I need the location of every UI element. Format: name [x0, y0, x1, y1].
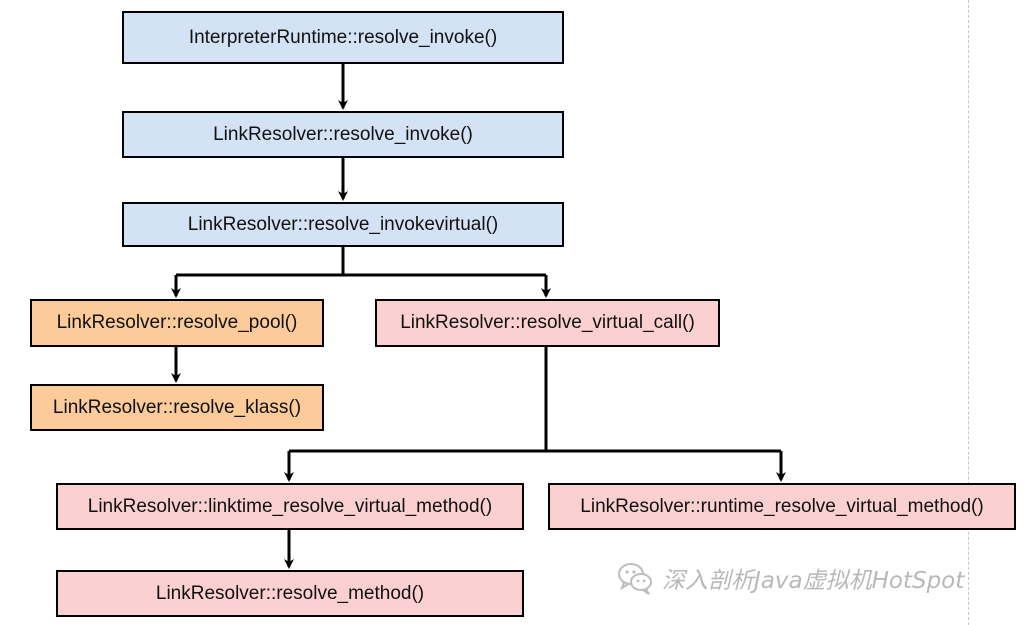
- node-label: LinkResolver::resolve_pool(): [56, 312, 298, 333]
- node-link-resolve-pool: LinkResolver::resolve_pool(): [30, 299, 324, 347]
- node-label: LinkResolver::resolve_method(): [155, 582, 425, 604]
- node-link-resolve-invoke: LinkResolver::resolve_invoke(): [122, 111, 564, 158]
- node-link-linktime-resolve-virtual-method: LinkResolver::linktime_resolve_virtual_m…: [56, 483, 524, 530]
- watermark: 深入剖析Java虚拟机HotSpot: [616, 559, 964, 597]
- node-label: LinkResolver::linktime_resolve_virtual_m…: [87, 495, 493, 517]
- node-link-runtime-resolve-virtual-method: LinkResolver::runtime_resolve_virtual_me…: [548, 483, 1016, 530]
- node-label: LinkResolver::resolve_virtual_call(): [400, 312, 695, 333]
- node-link-resolve-klass: LinkResolver::resolve_klass(): [30, 384, 324, 431]
- node-link-resolve-virtual-call: LinkResolver::resolve_virtual_call(): [375, 299, 720, 347]
- wechat-icon: [618, 563, 652, 595]
- node-label: LinkResolver::runtime_resolve_virtual_me…: [580, 495, 984, 517]
- node-link-resolve-method: LinkResolver::resolve_method(): [56, 570, 524, 617]
- node-label: LinkResolver::resolve_invokevirtual(): [187, 213, 499, 235]
- watermark-text: 深入剖析Java虚拟机HotSpot: [662, 568, 965, 594]
- node-label: InterpreterRuntime::resolve_invoke(): [188, 26, 498, 48]
- node-label: LinkResolver::resolve_klass(): [52, 396, 302, 418]
- node-interpreter-resolve-invoke: InterpreterRuntime::resolve_invoke(): [122, 11, 564, 64]
- node-link-resolve-invokevirtual: LinkResolver::resolve_invokevirtual(): [122, 202, 564, 247]
- page-divider-line: [968, 0, 969, 625]
- node-label: LinkResolver::resolve_invoke(): [213, 123, 473, 145]
